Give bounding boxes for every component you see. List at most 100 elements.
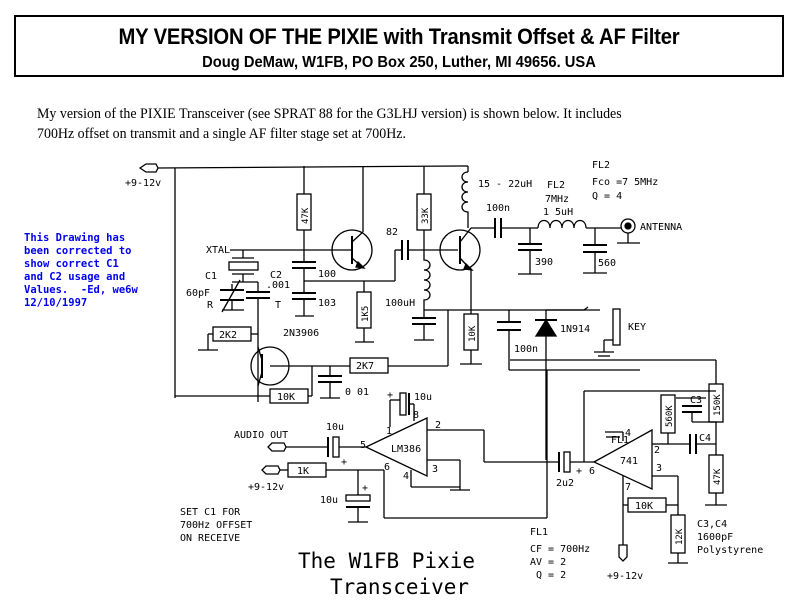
label-1k5: 1K5 xyxy=(361,306,371,322)
label-plus-audio: + xyxy=(341,457,347,468)
resistor-1k-supply xyxy=(261,462,384,523)
capacitor-100n-key xyxy=(497,310,640,371)
page-title: MY VERSION OF THE PIXIE with Transmit Of… xyxy=(118,24,680,49)
resistor-10k-emitter xyxy=(460,310,482,365)
fl1-note-q: Q = 2 xyxy=(536,570,566,581)
label-c2-t: T xyxy=(275,300,281,311)
resistor-12k xyxy=(668,505,688,564)
label-560k: 560K xyxy=(665,405,675,427)
capacitor-560 xyxy=(583,228,607,274)
label-fl2-inductance: 1 5uH xyxy=(543,207,573,218)
op741-pin-4: 4 xyxy=(625,428,631,439)
capacitor-390 xyxy=(518,228,542,275)
capacitor-100-103 xyxy=(292,250,395,317)
author-address: Doug DeMaw, W1FB, PO Box 250, Luther, MI… xyxy=(202,54,596,71)
supply-label-audio: +9-12v xyxy=(248,482,284,493)
label-cap-82: 82 xyxy=(386,227,398,238)
label-audio-out: AUDIO OUT xyxy=(234,430,288,441)
label-cap-100: 100 xyxy=(318,269,336,280)
label-c2: C2 xyxy=(270,270,282,281)
resistor-47k xyxy=(296,166,312,250)
fl1-note-title: FL1 xyxy=(530,527,548,538)
op-amp-741 xyxy=(583,390,716,545)
audio-out-jack-icon[interactable] xyxy=(267,436,366,458)
transistor-oscillator xyxy=(230,166,373,271)
supply-connector-opamp xyxy=(618,544,628,562)
label-100n: 100n xyxy=(486,203,510,214)
set-c1-note-3: ON RECEIVE xyxy=(180,533,240,544)
label-2n3906: 2N3906 xyxy=(283,328,319,339)
label-2k7: 2K7 xyxy=(356,361,374,372)
label-47k: 47K xyxy=(301,207,311,224)
label-antenna: ANTENNA xyxy=(640,222,682,233)
label-c3: C3 xyxy=(690,395,702,406)
label-1k: 1K xyxy=(297,466,309,477)
label-100n-key: 100n xyxy=(514,344,538,355)
fl1-note-av: AV = 2 xyxy=(530,557,566,568)
label-100uh: 100uH xyxy=(385,298,415,309)
resistor-560k xyxy=(660,394,676,444)
inductor-fl2 xyxy=(537,219,622,229)
label-plus-10u-pin: + xyxy=(387,390,393,401)
lm386-pin-8: 8 xyxy=(413,410,419,421)
inductor-100uh xyxy=(412,250,436,341)
transistor-pa xyxy=(439,227,481,310)
diode-1n914 xyxy=(534,310,558,460)
op741-pin-3: 3 xyxy=(656,463,662,474)
capacitor-c1-trimmer xyxy=(220,279,258,313)
transistor-audio-switch xyxy=(250,346,350,387)
label-10u-audio: 10u xyxy=(326,422,344,433)
label-390: 390 xyxy=(535,257,553,268)
fl2-note-q: Q = 4 xyxy=(592,191,622,202)
label-150k: 150K xyxy=(713,394,723,416)
label-560: 560 xyxy=(598,258,616,269)
resistor-47k-filter xyxy=(705,454,727,506)
label-2k2: 2K2 xyxy=(219,330,237,341)
c3c4-note-3: Polystyrene xyxy=(697,545,763,556)
intro-line-1: My version of the PIXIE Transceiver (see… xyxy=(37,106,622,122)
fl2-note-title: FL2 xyxy=(592,160,610,171)
resistor-2k2 xyxy=(198,326,258,351)
capacitor-2u2 xyxy=(558,451,594,473)
label-plus-2u2: + xyxy=(576,466,582,477)
set-c1-note-2: 700Hz OFFSET xyxy=(180,520,252,531)
label-10k-feedback: 10K xyxy=(635,501,653,512)
schematic-title-line-1: The W1FB Pixie xyxy=(298,549,475,573)
op741-pin-2: 2 xyxy=(654,445,660,456)
label-xtal: XTAL xyxy=(206,245,230,256)
label-10u-supply: 10u xyxy=(320,495,338,506)
label-c2-value: .001 xyxy=(266,280,290,291)
title-box: MY VERSION OF THE PIXIE with Transmit Of… xyxy=(14,15,784,77)
label-10k-bias: 10K xyxy=(277,392,295,403)
key-switch-icon[interactable] xyxy=(546,306,621,357)
label-10u-pin: 10u xyxy=(414,392,432,403)
label-cap-103: 103 xyxy=(318,298,336,309)
op741-pin-6: 6 xyxy=(589,466,595,477)
resistor-10k-bias xyxy=(175,366,313,404)
label-c1-value: 60pF xyxy=(186,288,210,299)
resistor-10k-feedback xyxy=(623,497,678,513)
capacitor-0-01 xyxy=(318,366,342,399)
label-c4: C4 xyxy=(699,433,711,444)
label-lm386: LM386 xyxy=(391,444,421,455)
label-1n914: 1N914 xyxy=(560,324,590,335)
label-12k: 12K xyxy=(675,528,685,545)
label-2u2: 2u2 xyxy=(556,478,574,489)
lm386-pin-4: 4 xyxy=(403,471,409,482)
fl1-note-cf: CF = 700Hz xyxy=(530,544,590,555)
correction-note: This Drawing has been corrected to show … xyxy=(24,232,138,309)
lm386-pin-5: 5 xyxy=(360,440,366,451)
antenna-jack-icon[interactable] xyxy=(617,218,640,244)
resistor-1k5 xyxy=(355,281,374,343)
supply-label-opamp: +9-12v xyxy=(607,571,643,582)
label-47k-filter: 47K xyxy=(713,468,723,485)
label-key: KEY xyxy=(628,322,646,333)
intro-paragraph: My version of the PIXIE Transceiver (see… xyxy=(37,104,744,144)
resistor-150k xyxy=(510,359,724,455)
lm386-pin-2: 2 xyxy=(435,420,441,431)
label-33k: 33K xyxy=(421,207,431,224)
schematic-title-line-2: Transceiver xyxy=(330,575,469,599)
label-fl2-freq: 7MHz xyxy=(545,194,569,205)
label-741: 741 xyxy=(620,456,638,467)
